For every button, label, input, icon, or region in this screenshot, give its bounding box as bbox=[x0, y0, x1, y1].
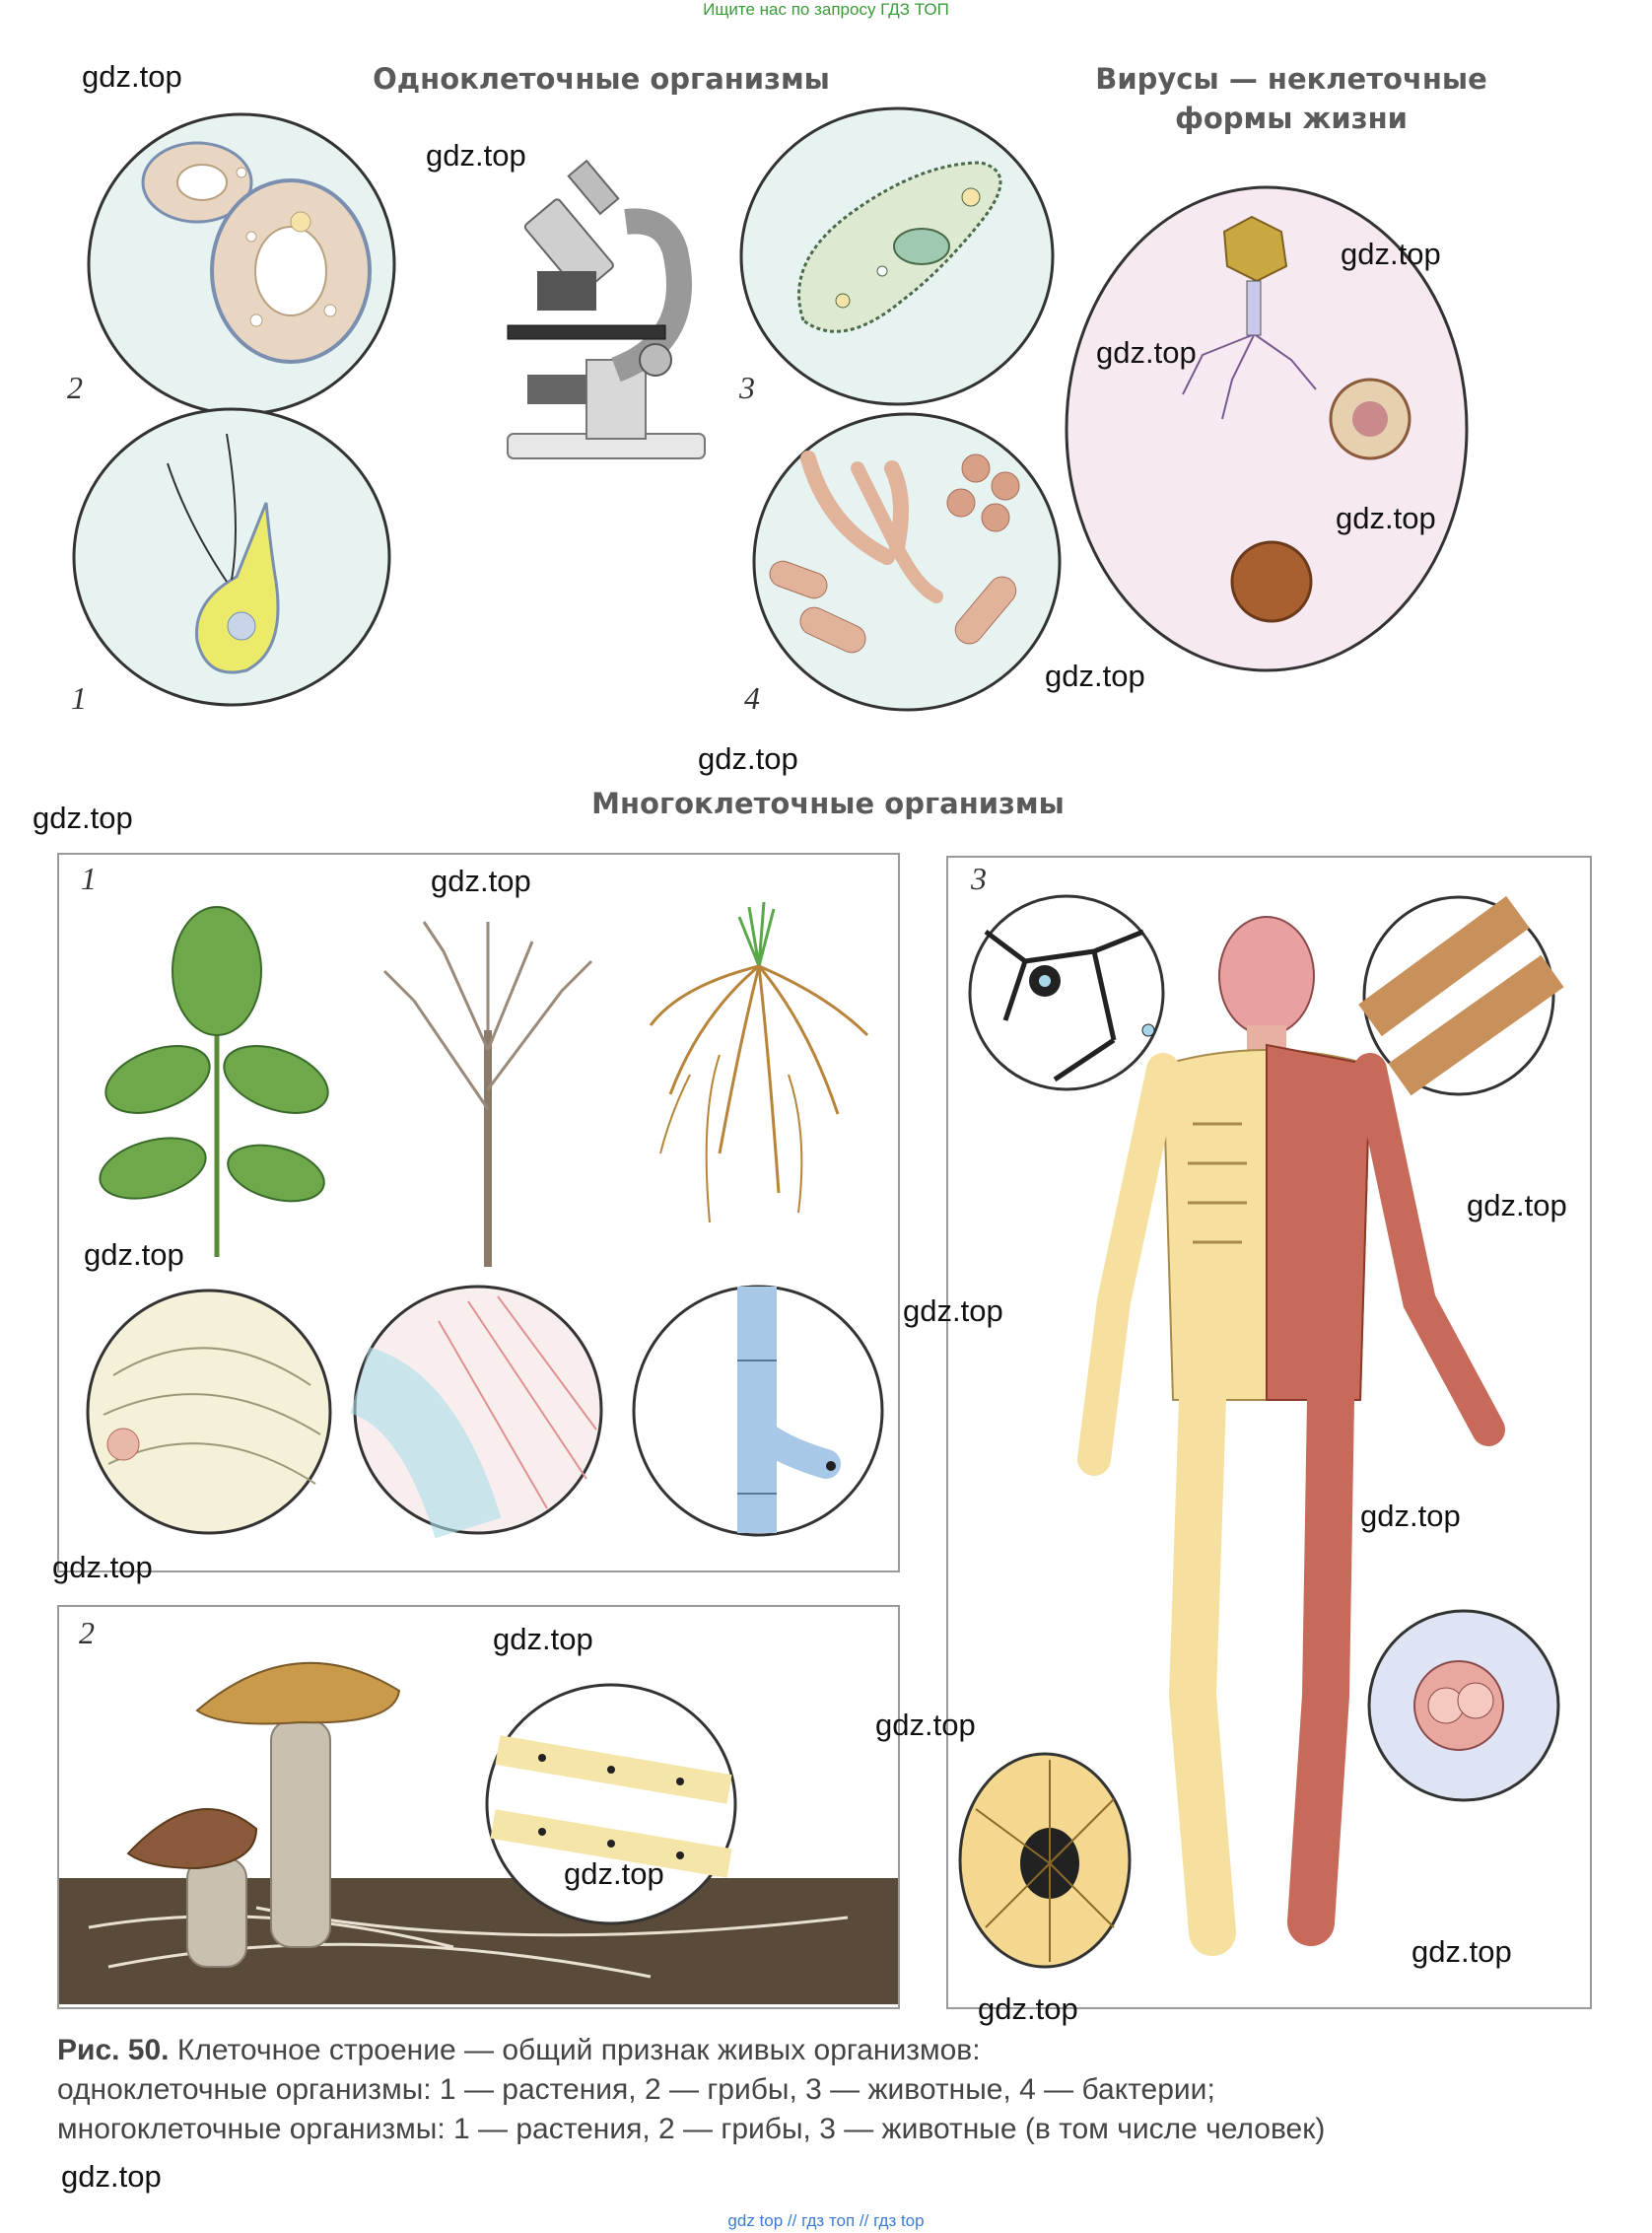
heading-multicellular: Многоклеточные организмы bbox=[591, 787, 1065, 820]
watermark: gdz.top bbox=[564, 1856, 664, 1891]
microscope-illustration bbox=[507, 159, 706, 459]
footer-links: gdz top // гдз топ // гдз top bbox=[727, 2211, 925, 2230]
label-uni-3: 3 bbox=[739, 370, 755, 405]
caption-line-2: одноклеточные организмы: 1 — растения, 2… bbox=[57, 2073, 1215, 2106]
caption-lead: Рис. 50. bbox=[57, 2034, 170, 2066]
leaf-illustration bbox=[99, 906, 329, 1257]
watermark: gdz.top bbox=[431, 864, 531, 898]
watermark: gdz.top bbox=[1360, 1499, 1461, 1533]
watermark: gdz.top bbox=[1336, 501, 1436, 535]
hypha-cell-illustration bbox=[632, 1285, 884, 1537]
leaf-tissue-illustration bbox=[86, 1289, 332, 1535]
muscle-tissue-illustration bbox=[1358, 895, 1564, 1096]
mycelium-cells-illustration bbox=[485, 1683, 737, 1925]
caption-line-1: Рис. 50. Клеточное строение — общий приз… bbox=[57, 2031, 1595, 2070]
chlamydomonas-illustration bbox=[72, 407, 391, 707]
caption-line-1-text: Клеточное строение — общий признак живых… bbox=[176, 2034, 981, 2066]
figure-caption: Рис. 50. Клеточное строение — общий приз… bbox=[57, 2031, 1595, 2149]
watermark: gdz.top bbox=[698, 741, 798, 776]
yeast-cells-illustration bbox=[87, 112, 396, 416]
tree-illustration bbox=[382, 921, 593, 1267]
label-multi-1: 1 bbox=[81, 861, 97, 896]
watermark: gdz.top bbox=[426, 138, 526, 173]
heading-viruses-line1: Вирусы — неклеточные bbox=[1095, 62, 1487, 96]
label-multi-2: 2 bbox=[79, 1615, 95, 1650]
watermark: gdz.top bbox=[1096, 335, 1197, 370]
watermark: gdz.top bbox=[1411, 1934, 1512, 1969]
watermark: gdz.top bbox=[903, 1293, 1003, 1328]
wood-tissue-illustration bbox=[348, 1285, 603, 1539]
watermark: gdz.top bbox=[61, 2159, 162, 2194]
label-uni-4: 4 bbox=[744, 680, 760, 716]
heading-viruses-line2: формы жизни bbox=[1175, 102, 1408, 135]
root-system-illustration bbox=[649, 901, 869, 1223]
watermark: gdz.top bbox=[875, 1708, 976, 1742]
mushrooms-illustration bbox=[59, 1661, 898, 2004]
paramecium-illustration bbox=[739, 106, 1055, 406]
label-multi-3: 3 bbox=[971, 861, 987, 896]
watermark: gdz.top bbox=[52, 1550, 153, 1584]
watermark: gdz.top bbox=[82, 59, 182, 94]
bacteria-illustration bbox=[752, 412, 1062, 712]
viruses-illustration bbox=[1065, 185, 1469, 672]
bone-tissue-illustration bbox=[958, 1752, 1132, 1969]
watermark: gdz.top bbox=[1467, 1188, 1567, 1222]
watermark: gdz.top bbox=[1045, 659, 1145, 693]
watermark: gdz.top bbox=[978, 1991, 1078, 2026]
heading-unicellular: Одноклеточные организмы bbox=[373, 62, 830, 96]
human-anatomy-illustration bbox=[1077, 916, 1505, 1956]
label-uni-1: 1 bbox=[71, 680, 87, 716]
caption-line-3: многоклеточные организмы: 1 — растения, … bbox=[57, 2113, 1326, 2145]
nerve-tissue-illustration bbox=[968, 894, 1165, 1091]
watermark: gdz.top bbox=[84, 1237, 184, 1272]
watermark: gdz.top bbox=[33, 801, 133, 835]
epithelial-tissue-illustration bbox=[1367, 1609, 1560, 1802]
watermark: gdz.top bbox=[1341, 237, 1441, 271]
watermark: gdz.top bbox=[493, 1622, 593, 1656]
top-banner: Ищите нас по запросу ГДЗ ТОП bbox=[703, 0, 949, 19]
label-uni-2: 2 bbox=[67, 370, 83, 405]
